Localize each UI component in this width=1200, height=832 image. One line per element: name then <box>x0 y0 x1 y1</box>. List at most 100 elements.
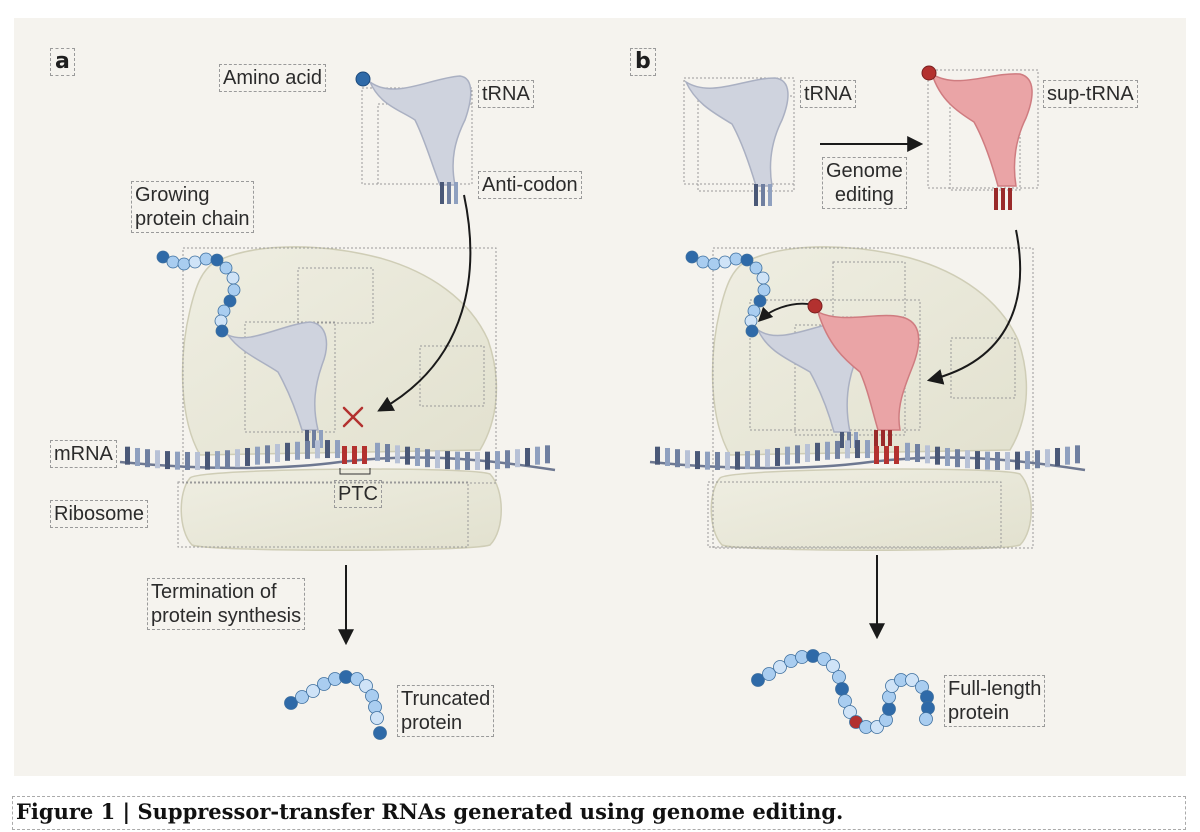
mrna-codon-tick <box>435 450 440 469</box>
ptc-stop-codon <box>339 446 371 475</box>
mrna-codon-tick <box>995 451 1000 470</box>
label-anti-codon: Anti-codon <box>478 171 582 199</box>
mrna-codon-tick <box>905 442 910 461</box>
mrna-codon-tick <box>375 442 380 461</box>
mrna-codon-tick <box>945 447 950 466</box>
sup-trna-amino-acid-bead <box>921 65 937 81</box>
mrna-codon-tick <box>965 450 970 469</box>
label-truncated-protein: Truncated protein <box>397 685 495 737</box>
blocked-x-icon <box>342 406 364 428</box>
dashed-frames-a <box>177 87 497 548</box>
mrna-codon-tick <box>165 451 170 470</box>
mrna-codon-tick <box>765 449 770 468</box>
sup-trna-bead-in-ribosome <box>807 298 823 314</box>
label-trna-b: tRNA <box>800 80 856 108</box>
label-amino-acid: Amino acid <box>219 64 326 92</box>
label-ribosome: Ribosome <box>50 500 149 528</box>
mrna-codon-tick <box>735 451 740 470</box>
mrna-codon-tick <box>495 451 500 470</box>
caption-frame <box>12 796 1186 830</box>
mrna-codon-tick <box>175 451 180 470</box>
mrna-codon-tick <box>1035 450 1040 469</box>
ribosome-small-subunit-b <box>710 468 1032 551</box>
mrna-codon-tick <box>135 447 140 466</box>
mrna-codon-tick <box>465 451 470 470</box>
mrna-codon-tick <box>695 451 700 470</box>
panel-a-graphics <box>119 71 556 740</box>
panel-b-graphics <box>649 65 1086 734</box>
mrna-codon-tick <box>415 447 420 466</box>
mrna-codon-tick <box>1055 447 1060 466</box>
panel-a-letter: a <box>50 48 75 76</box>
label-full-length-protein: Full-length protein <box>944 675 1046 727</box>
arrow-sup-trna-to-ribosome <box>926 229 1022 385</box>
mrna-codon-tick <box>665 447 670 466</box>
mrna-codon-tick <box>545 445 550 464</box>
mrna-strand-a <box>119 440 556 472</box>
mrna-codon-tick <box>275 444 280 463</box>
mrna-codon-tick <box>685 450 690 469</box>
mrna-codon-tick <box>825 441 830 460</box>
mrna-codon-tick <box>225 450 230 469</box>
mrna-codon-tick <box>245 447 250 466</box>
mrna-codon-tick <box>925 445 930 464</box>
sup-trna-in-ribosome-b <box>816 310 920 446</box>
mrna-codon-tick <box>295 441 300 460</box>
mrna-codon-tick <box>815 442 820 461</box>
mrna-codon-tick <box>655 446 660 465</box>
mrna-codon-tick <box>335 440 340 459</box>
mrna-codon-tick <box>835 440 840 459</box>
mrna-codon-tick <box>185 451 190 470</box>
mrna-codon-tick <box>255 446 260 465</box>
mrna-codon-tick <box>855 440 860 459</box>
sup-trna-top-b <box>930 72 1033 210</box>
panel-b-letter: b <box>630 48 656 76</box>
mrna-codon-tick <box>405 446 410 465</box>
amino-acid-bead <box>355 71 371 87</box>
mrna-codon-tick <box>525 447 530 466</box>
mrna-codon-tick <box>325 440 330 459</box>
mrna-codon-tick <box>845 440 850 459</box>
mrna-codon-tick <box>235 449 240 468</box>
mrna-codon-tick <box>805 444 810 463</box>
mrna-codon-tick <box>705 451 710 470</box>
mrna-codon-tick <box>935 446 940 465</box>
mrna-codon-tick <box>675 449 680 468</box>
mrna-codon-tick <box>205 451 210 470</box>
mrna-codon-tick <box>915 444 920 463</box>
mrna-codon-tick <box>535 446 540 465</box>
mrna-codon-tick <box>1075 445 1080 464</box>
mrna-codon-tick <box>425 449 430 468</box>
mrna-codon-tick <box>385 444 390 463</box>
mrna-codon-tick <box>1015 451 1020 470</box>
trna-top-b <box>684 77 789 206</box>
truncated-protein-beads <box>284 670 387 740</box>
mrna-codon-tick <box>1005 451 1010 470</box>
label-sup-trna: sup-tRNA <box>1043 80 1138 108</box>
label-growing-chain: Growing protein chain <box>131 181 254 233</box>
trna-in-ribosome-a <box>225 321 328 448</box>
mrna-codon-tick <box>265 445 270 464</box>
mrna-codon-tick <box>215 451 220 470</box>
mrna-codon-tick <box>475 451 480 470</box>
mrna-codon-tick <box>775 447 780 466</box>
mrna-codon-tick <box>975 451 980 470</box>
mrna-codon-tick <box>1045 449 1050 468</box>
label-genome-editing: Genome editing <box>822 157 907 209</box>
trna-top-a <box>368 75 472 204</box>
growing-chain-beads-b <box>685 250 771 338</box>
mrna-codon-tick <box>505 450 510 469</box>
label-termination: Termination of protein synthesis <box>147 578 306 630</box>
growing-chain-beads-a <box>156 250 241 338</box>
mrna-codon-tick <box>155 450 160 469</box>
mrna-codon-tick <box>455 451 460 470</box>
arrow-trna-to-ptc <box>377 194 472 412</box>
mrna-codon-tick <box>315 440 320 459</box>
mrna-codon-tick <box>145 449 150 468</box>
mrna-codon-tick <box>445 451 450 470</box>
mrna-codon-tick <box>1025 451 1030 470</box>
mrna-codon-tick <box>745 451 750 470</box>
mrna-codon-tick <box>395 445 400 464</box>
